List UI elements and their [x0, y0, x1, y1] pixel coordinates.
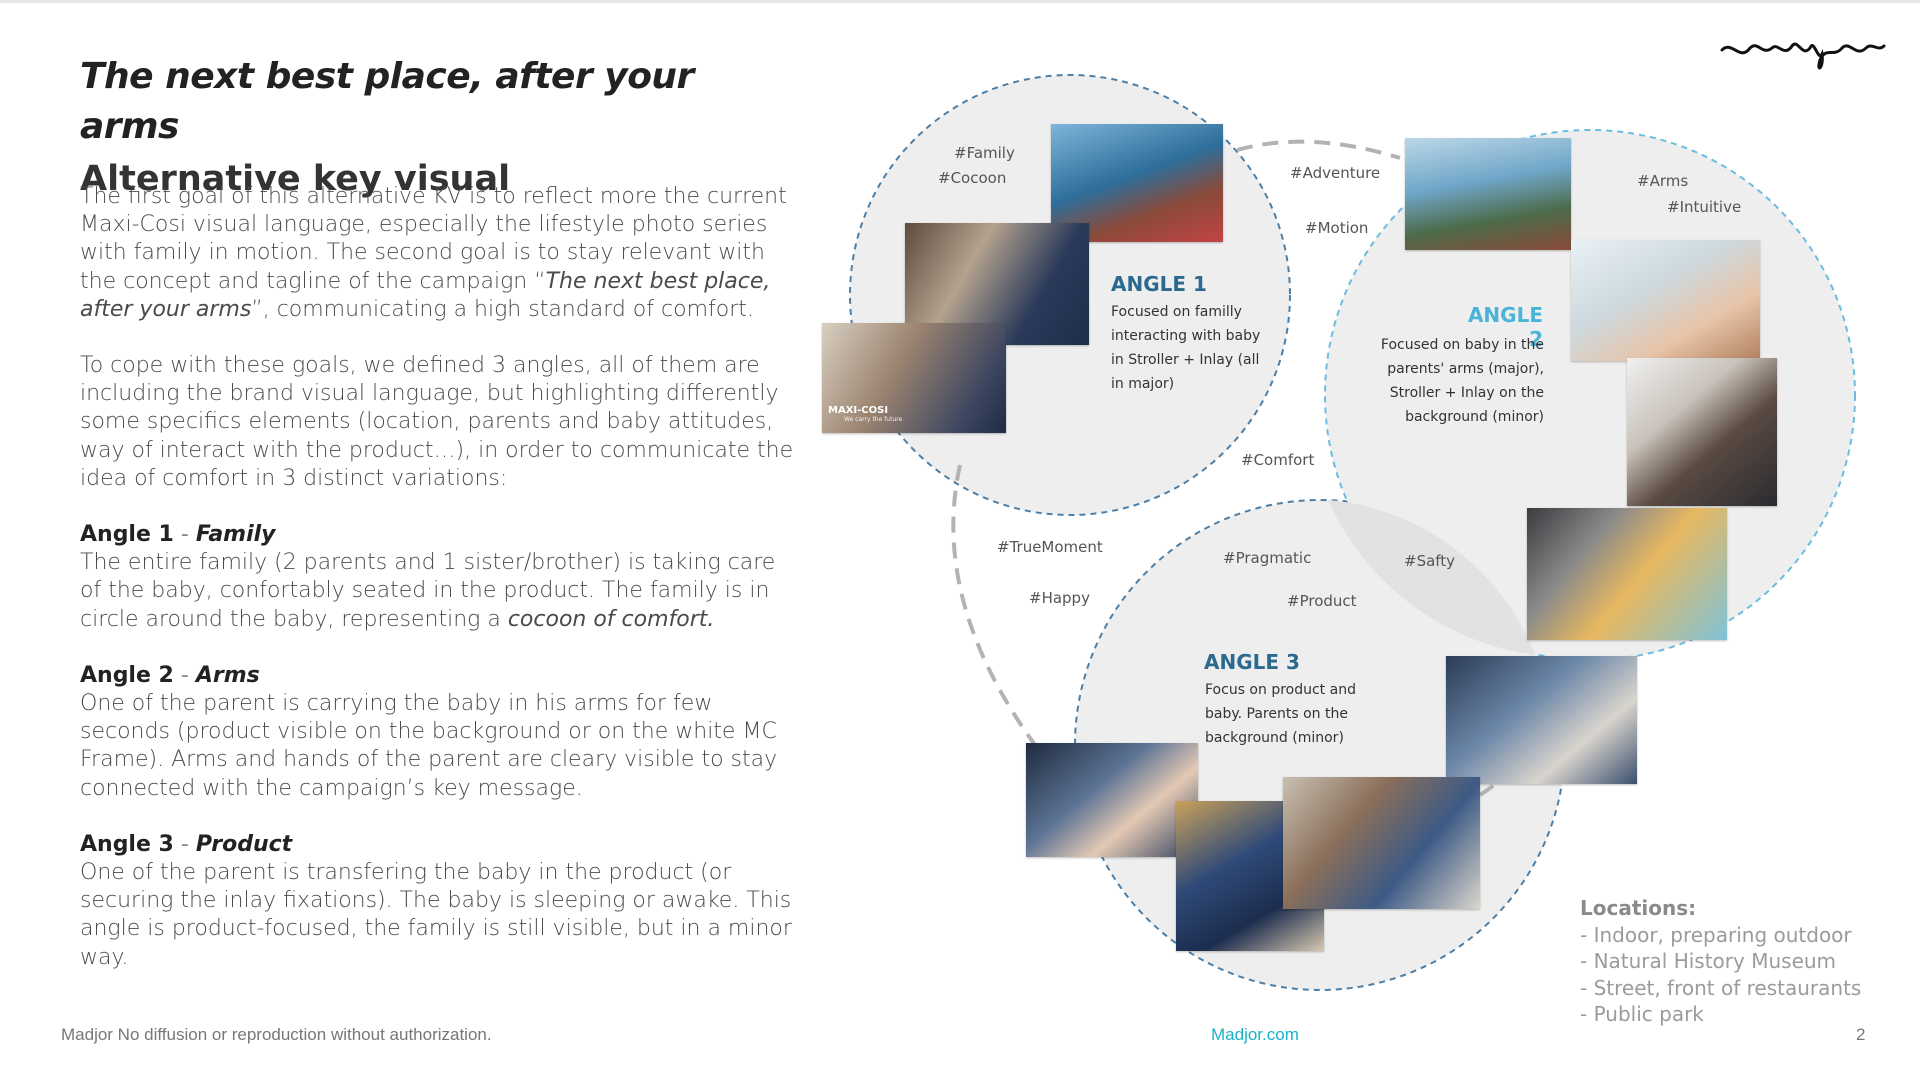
page-subtitle: Alternative key visual	[80, 159, 511, 199]
photo-family-lake	[1051, 124, 1223, 242]
tag-safty: #Safty	[1404, 552, 1456, 570]
photo-father-car	[1283, 777, 1480, 909]
tag-arms: #Arms	[1637, 172, 1689, 190]
tag-intuitive: #Intuitive	[1667, 198, 1742, 216]
locations-list: Locations: - Indoor, preparing outdoor -…	[1580, 895, 1861, 1028]
angle-2-heading: Angle 2	[80, 662, 174, 688]
photo-baby-stroller-pool	[1527, 508, 1727, 640]
angle-1-description: Focused on familly interacting with baby…	[1111, 304, 1261, 392]
angle-1-heading: Angle 1	[80, 522, 174, 548]
angle-2-title: ANGLE 2	[1467, 303, 1543, 351]
tag-truemoment: #TrueMoment	[997, 538, 1103, 556]
tag-adventure: #Adventure	[1290, 164, 1381, 182]
tag-product: #Product	[1287, 592, 1357, 610]
angle-1-title: ANGLE 1	[1111, 272, 1207, 296]
page-title: The next best place, after your arms	[80, 56, 694, 147]
angle-3-label: Product	[195, 831, 293, 857]
photo-baby-arms	[1571, 240, 1760, 361]
tag-pragmatic: #Pragmatic	[1223, 549, 1312, 567]
tag-motion: #Motion	[1305, 219, 1369, 237]
footer-disclaimer: Madjor No diffusion or reproduction with…	[61, 1025, 492, 1044]
photo-baby-shoulders	[1405, 138, 1571, 250]
tag-happy: #Happy	[1029, 589, 1090, 607]
angle-2-section: Angle 2 - Arms One of the parent is carr…	[80, 662, 778, 801]
angle-2-description: Focused on baby in the parents' arms (ma…	[1380, 337, 1544, 425]
photo-mother-carseat	[1627, 358, 1777, 506]
location-item: - Natural History Museum	[1580, 949, 1837, 973]
header: The next best place, after your arms Alt…	[80, 52, 800, 202]
body-text: The first goal of this alternative KV is…	[80, 183, 800, 1000]
angle-2-label: Arms	[195, 662, 260, 688]
signature-logo	[1720, 42, 1886, 70]
angle-3-description: Focus on product and baby. Parents on th…	[1205, 682, 1356, 746]
top-rule	[0, 0, 1920, 3]
connector-arc-top	[1236, 139, 1401, 160]
locations-heading: Locations:	[1580, 896, 1697, 920]
overlap-angle-2-3	[1328, 500, 1535, 655]
photo-sleeping-baby	[1026, 743, 1198, 857]
angle-1-label: Family	[195, 522, 276, 548]
angle-3-section: Angle 3 - Product One of the parent is t…	[80, 831, 792, 970]
location-item: - Public park	[1580, 1002, 1704, 1026]
tag-cocoon: #Cocoon	[938, 169, 1007, 187]
angle-3-title: ANGLE 3	[1204, 650, 1300, 674]
angle-3-heading: Angle 3	[80, 831, 174, 857]
footer-link[interactable]: Madjor.com	[1211, 1025, 1299, 1044]
angle-1-section: Angle 1 - Family The entire family (2 pa…	[80, 522, 776, 632]
location-item: - Indoor, preparing outdoor	[1580, 922, 1852, 947]
tag-comfort: #Comfort	[1241, 451, 1315, 469]
photo-newborn-carseat	[1446, 656, 1637, 784]
tag-family: #Family	[954, 144, 1015, 162]
intro-paragraph-2: To cope with these goals, we defined 3 a…	[80, 353, 794, 491]
location-item: - Street, front of restaurants	[1580, 975, 1862, 1000]
connector-arc-left	[951, 464, 1037, 747]
page-number: 2	[1856, 1025, 1866, 1044]
intro-paragraph-1: The first goal of this alternative KV is…	[80, 184, 787, 322]
